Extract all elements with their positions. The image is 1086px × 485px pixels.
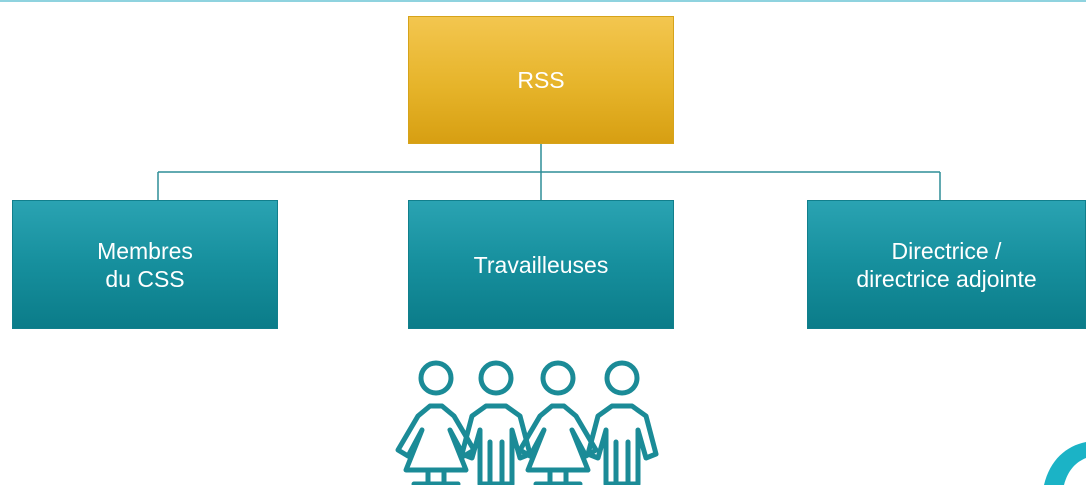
man-figure-icon [459, 360, 533, 485]
rss-label: RSS [517, 67, 565, 93]
decorative-arc-icon [1044, 442, 1086, 485]
director-label: Directrice / directrice adjointe [856, 237, 1037, 292]
woman-figure-icon [517, 360, 599, 485]
workers-label: Travailleuses [473, 251, 609, 278]
workers-node: Travailleuses [408, 200, 674, 329]
group-of-workers-icon [395, 360, 659, 485]
man-figure-icon [585, 360, 659, 485]
top-border-line [0, 0, 1086, 2]
woman-figure-icon [395, 360, 477, 485]
rss-node: RSS [408, 16, 674, 144]
members-node: Membres du CSS [12, 200, 278, 329]
director-node: Directrice / directrice adjointe [807, 200, 1086, 329]
members-label: Membres du CSS [97, 237, 193, 292]
